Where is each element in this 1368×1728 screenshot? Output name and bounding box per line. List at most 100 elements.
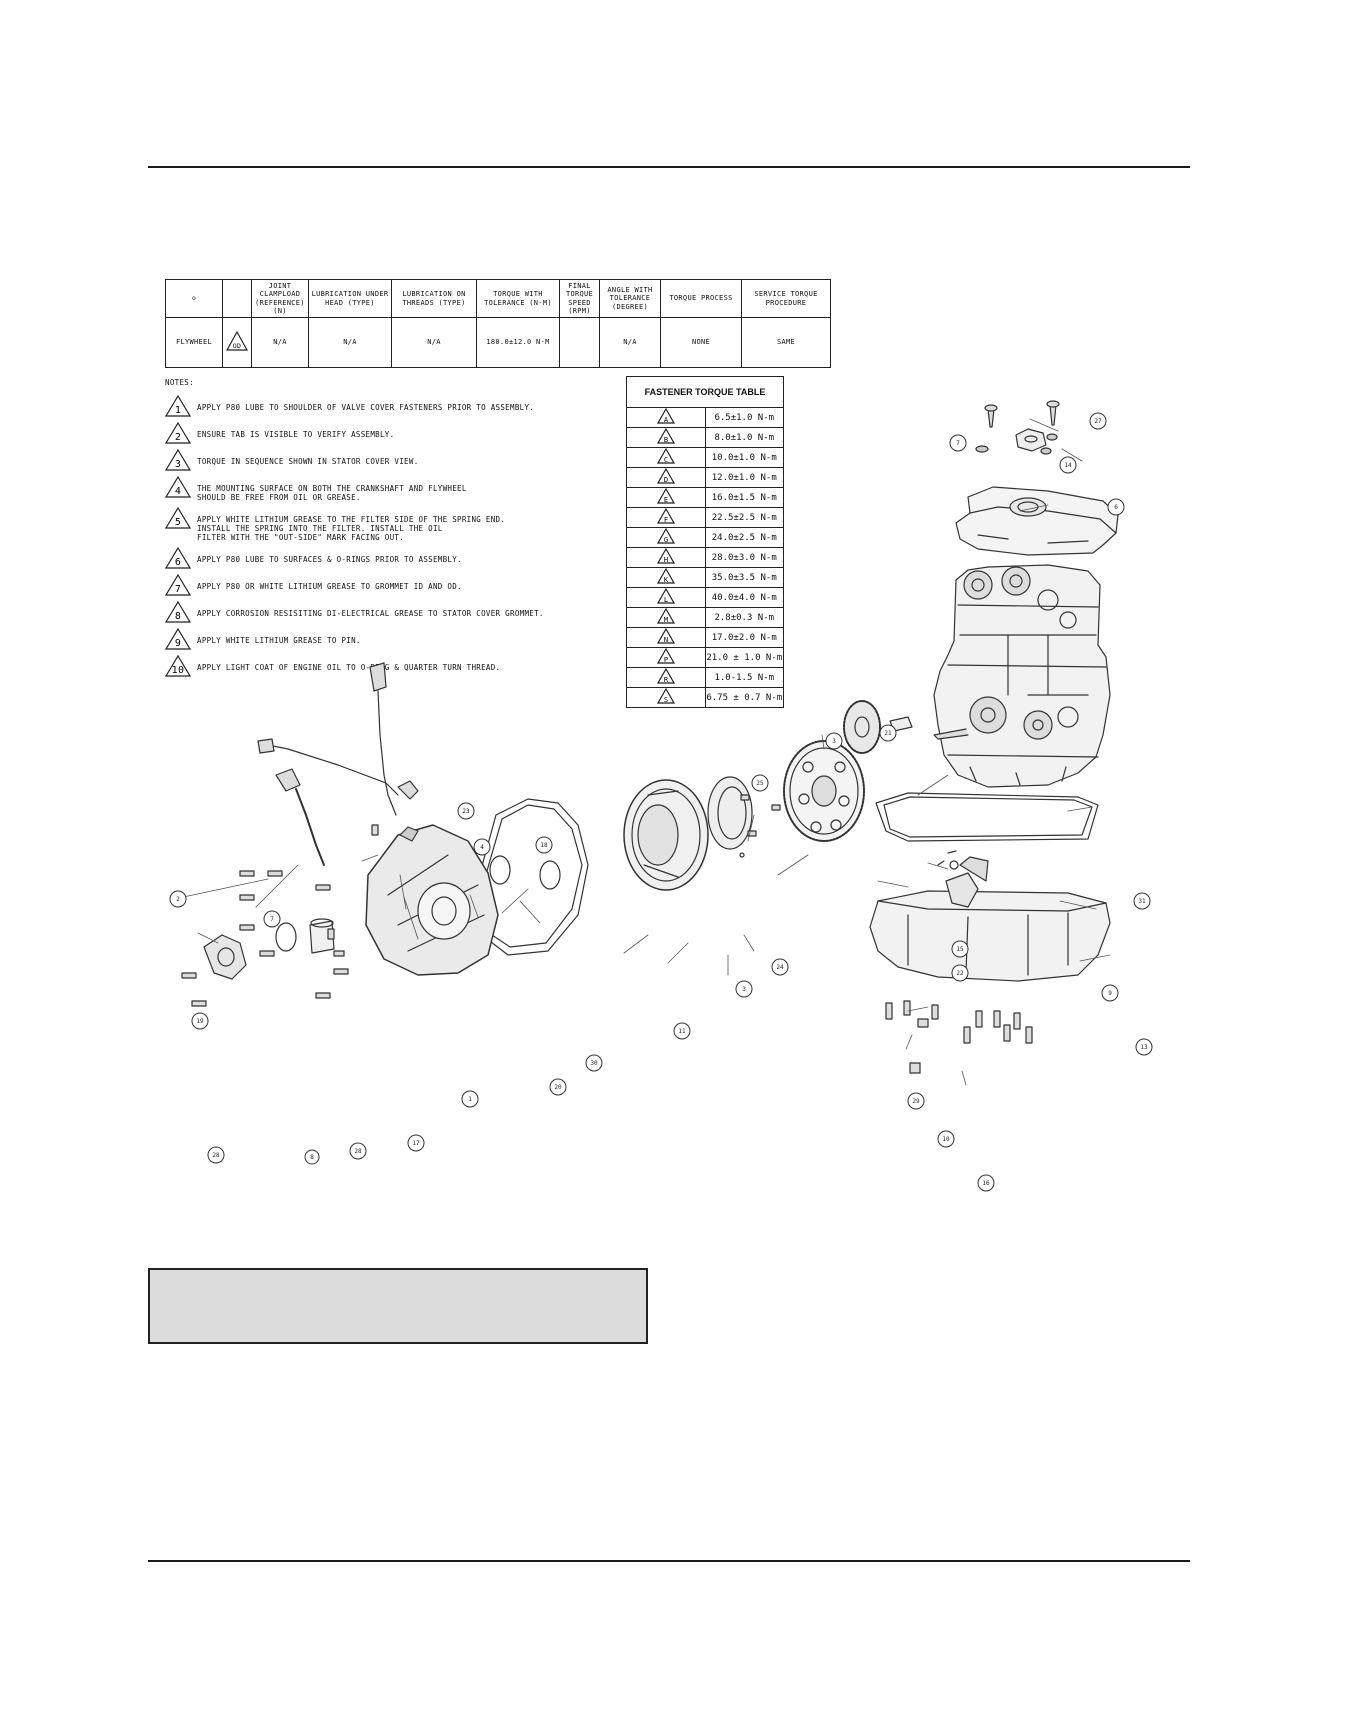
fastener-letter-triangle-icon: E [656, 487, 675, 504]
svg-text:28: 28 [354, 1148, 362, 1155]
header-torque-with-tolerance: TORQUE WITH TOLERANCE (N-m) [476, 279, 560, 318]
note-text: THE MOUNTING SURFACE ON BOTH THE CRANKSH… [197, 484, 467, 502]
callout-23: 23 [457, 802, 475, 820]
note-item: 7 APPLY P80 OR WHITE LITHIUM GREASE TO GR… [165, 574, 605, 596]
gray-note-box [148, 1268, 648, 1344]
svg-text:31: 31 [1138, 898, 1146, 905]
stator-drawing [707, 776, 753, 858]
svg-text:4: 4 [480, 844, 484, 851]
fastener-row: C 10.0±1.0 N-m [626, 447, 784, 468]
svg-text:24: 24 [776, 964, 784, 971]
callout-28b: 28 [349, 1142, 367, 1160]
row-lubrication-under-head: N/A [308, 317, 392, 368]
fastener-letter: M [664, 616, 668, 624]
fastener-letter-triangle-icon: F [656, 507, 675, 524]
row-torque-process: NONE [660, 317, 742, 368]
fastener-letter-triangle-icon: N [656, 627, 675, 644]
fastener-row: L 40.0±4.0 N-m [626, 587, 784, 608]
callout-13: 13 [1135, 1038, 1153, 1056]
fastener-letter: A [664, 416, 669, 424]
fastener-letter-cell: M [626, 607, 706, 628]
note-number-triangle-icon: 6 [165, 547, 191, 569]
fastener-letter-triangle-icon: G [656, 527, 675, 544]
note-number: 4 [175, 486, 181, 497]
fastener-letter: L [664, 596, 668, 604]
notes-title: NOTES: [165, 378, 194, 387]
fastener-letter-triangle-icon: P [656, 647, 675, 664]
fastener-letter: F [664, 516, 668, 524]
dipstick-drawing [275, 768, 325, 866]
note-text: APPLY P80 OR WHITE LITHIUM GREASE TO GRO… [197, 582, 462, 591]
fastener-letter-triangle-icon: L [656, 587, 675, 604]
callout-17: 17 [407, 1134, 425, 1152]
row-lubrication-on-threads: N/A [391, 317, 477, 368]
fastener-letter-cell: K [626, 567, 706, 588]
fastener-letter-triangle-icon: K [656, 567, 675, 584]
header-rule [148, 166, 1190, 168]
callout-18: 18 [535, 836, 553, 854]
fastener-letter-cell: N [626, 627, 706, 648]
svg-text:15: 15 [956, 946, 964, 953]
oil-pan-gasket-drawing [875, 792, 1099, 842]
note-number-triangle-icon: 9 [165, 628, 191, 650]
fastener-letter: K [664, 576, 669, 584]
fastener-torque-value: 24.0±2.5 N-m [704, 527, 784, 548]
header-lubrication-under-head: LUBRICATION UNDER HEAD (TYPE) [308, 279, 392, 318]
fastener-torque-value: 40.0±4.0 N-m [704, 587, 784, 608]
svg-text:23: 23 [462, 808, 470, 815]
note-number-triangle-icon: 4 [165, 476, 191, 498]
fastener-letter-triangle-icon: C [656, 447, 675, 464]
fastener-torque-value: 22.5±2.5 N-m [704, 507, 784, 528]
svg-text:29: 29 [912, 1098, 920, 1105]
note-text: APPLY P80 LUBE TO SHOULDER OF VALVE COVE… [197, 403, 535, 412]
fastener-torque-value: 2.8±0.3 N-m [704, 607, 784, 628]
stator-bolts-drawing [740, 794, 781, 837]
fastener-torque-value: 10.0±1.0 N-m [704, 447, 784, 468]
header-final-torque-speed: FINAL TORQUE SPEED (RPM) [559, 279, 600, 318]
callout-25: 25 [751, 774, 769, 792]
note-number: 7 [175, 584, 181, 595]
header-lubrication-on-threads: LUBRICATION ON THREADS (TYPE) [391, 279, 477, 318]
note-text: APPLY WHITE LITHIUM GREASE TO THE FILTER… [197, 515, 506, 542]
svg-text:10: 10 [942, 1136, 950, 1143]
fastener-row: M 2.8±0.3 N-m [626, 607, 784, 628]
footer-rule [148, 1560, 1190, 1562]
fastener-letter-cell: H [626, 547, 706, 568]
callout-11: 11 [673, 1022, 691, 1040]
svg-text:27: 27 [1094, 418, 1102, 425]
fastener-letter-cell: P [626, 647, 706, 668]
note-number-triangle-icon: 8 [165, 601, 191, 623]
svg-text:28: 28 [212, 1152, 220, 1159]
fastener-letter: S [664, 696, 668, 704]
note-number-triangle-icon: 3 [165, 449, 191, 471]
fastener-letter-triangle-icon: S [656, 687, 675, 704]
header-angle-with-tolerance: ANGLE WITH TOLERANCE (DEGREE) [599, 279, 661, 318]
callout-8: 8 [304, 1149, 320, 1165]
note-number: 2 [175, 432, 181, 443]
fastener-table-title: FASTENER TORQUE TABLE [626, 376, 784, 408]
svg-text:18: 18 [540, 842, 548, 849]
fastener-letter-cell: L [626, 587, 706, 608]
leader-lines [173, 418, 1111, 1086]
callout-19: 19 [191, 1012, 209, 1030]
callout-29: 29 [907, 1092, 925, 1110]
valve-cover-drawing [955, 400, 1119, 556]
note-number-triangle-icon: 2 [165, 422, 191, 444]
oil-pan-drawing [869, 850, 1111, 982]
svg-text:9: 9 [1108, 990, 1112, 997]
svg-text:22: 22 [956, 970, 964, 977]
callout-28a: 28 [207, 1146, 225, 1164]
callout-9: 9 [1101, 984, 1119, 1002]
fastener-letter-cell: F [626, 507, 706, 528]
svg-text:20: 20 [554, 1084, 562, 1091]
fastener-row: F 22.5±2.5 N-m [626, 507, 784, 528]
note-item: 4 THE MOUNTING SURFACE ON BOTH THE CRANKS… [165, 476, 605, 502]
